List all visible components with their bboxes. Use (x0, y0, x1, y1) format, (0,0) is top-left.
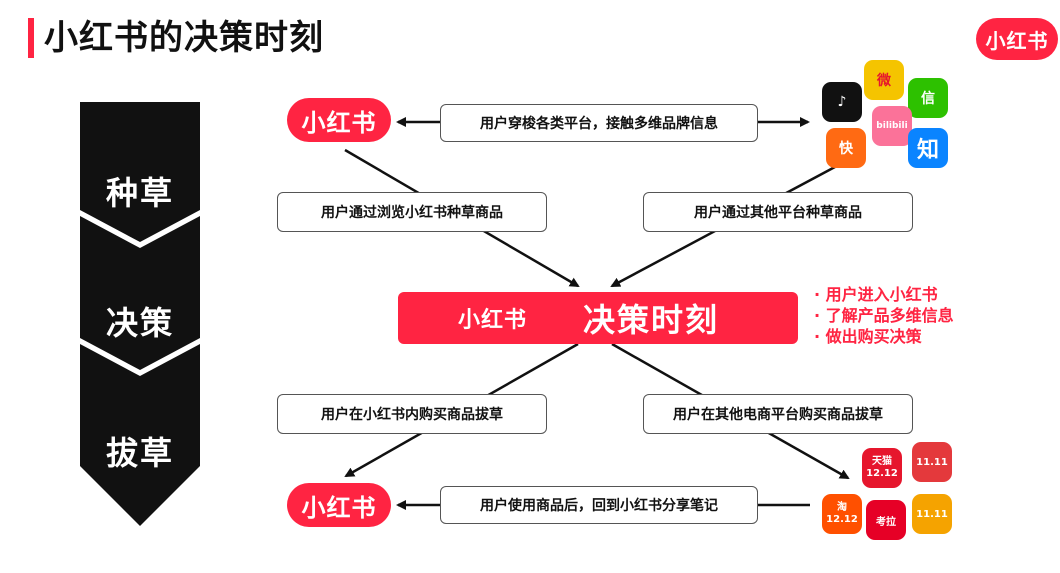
wechat-icon: 信 (908, 78, 948, 118)
kuaishou-icon: 快 (826, 128, 866, 168)
decision-notes: 用户进入小红书 了解产品多维信息 做出购买决策 (814, 284, 954, 347)
bilibili-icon: bilibili (872, 106, 912, 146)
right-buy-box: 用户在其他电商平台购买商品拔草 (643, 394, 913, 434)
banner-title: 决策时刻 (583, 301, 720, 339)
weibo-icon: 微 (864, 60, 904, 100)
chevron-stage-3 (80, 344, 200, 526)
stage-label-seed: 种草 (106, 174, 175, 212)
koala-icon: 考拉 (866, 500, 906, 540)
chevron-stage-1 (80, 102, 200, 242)
chevron-stage-2 (80, 216, 200, 370)
decision-banner: 小红书 决策时刻 (398, 292, 798, 344)
brand-logo-bottom: 小红书 (287, 483, 391, 527)
bottom-flow-box: 用户使用商品后，回到小红书分享笔记 (440, 486, 758, 524)
note-item: 了解产品多维信息 (814, 305, 954, 326)
stage-label-decide: 决策 (106, 304, 175, 342)
right-seed-box: 用户通过其他平台种草商品 (643, 192, 913, 232)
left-seed-box: 用户通过浏览小红书种草商品 (277, 192, 547, 232)
stage-label-buy: 拔草 (106, 434, 175, 472)
note-item: 做出购买决策 (814, 326, 954, 347)
suning-icon: 11.11 (912, 494, 952, 534)
note-item: 用户进入小红书 (814, 284, 954, 305)
brand-logo-corner: 小红书 (976, 18, 1058, 60)
top-flow-box: 用户穿梭各类平台，接触多维品牌信息 (440, 104, 758, 142)
title-accent-bar (28, 18, 34, 58)
stage-chevrons (80, 102, 200, 526)
page-title: 小红书的决策时刻 (44, 18, 324, 58)
tmall-icon: 天猫 12.12 (862, 448, 902, 488)
douyin-icon: ♪ (822, 82, 862, 122)
jd-icon: 11.11 (912, 442, 952, 482)
left-buy-box: 用户在小红书内购买商品拔草 (277, 394, 547, 434)
zhihu-icon: 知 (908, 128, 948, 168)
taobao-icon: 淘 12.12 (822, 494, 862, 534)
banner-logo: 小红书 (458, 308, 528, 333)
brand-logo-top: 小红书 (287, 98, 391, 142)
